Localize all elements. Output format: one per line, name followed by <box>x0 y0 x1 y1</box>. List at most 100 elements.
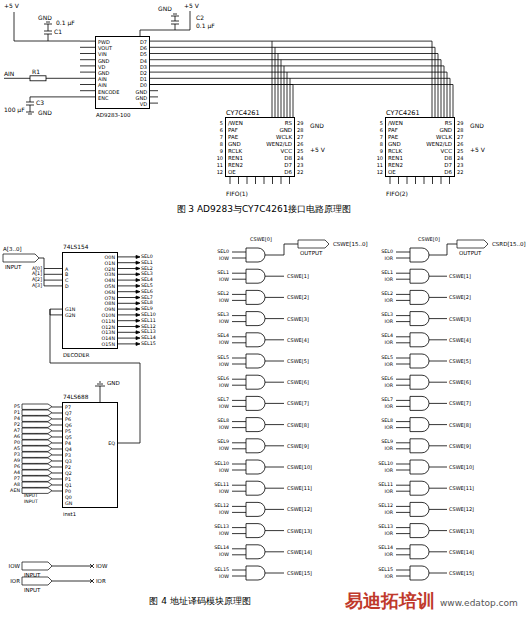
signal-name: SEL8 <box>381 418 393 424</box>
component-label: GND <box>158 5 172 12</box>
input-port: INPUT <box>22 470 52 475</box>
port-outline <box>22 422 52 427</box>
signal-name: SEL14 <box>378 545 393 551</box>
pin-name: C <box>65 278 68 284</box>
pin-name: G2N <box>65 313 75 319</box>
input-port: INPUT <box>22 488 52 493</box>
pin-name: P7 <box>65 405 71 411</box>
bus-name: A[1] <box>32 271 42 277</box>
pin-name: REN2 <box>388 162 403 169</box>
pin-name: WEN2/LD <box>426 141 452 148</box>
pin-name: B <box>65 272 68 278</box>
bus-name: A[3] <box>32 283 42 289</box>
signal-name: SEL10 <box>141 312 156 318</box>
pin-name: EQ <box>108 441 115 447</box>
component-label: C3 <box>36 99 44 106</box>
and-gate-symbol <box>246 248 429 580</box>
component-label: 100 μF <box>4 106 25 113</box>
signal-name: SEL3 <box>217 312 229 318</box>
input-port: INPUT <box>22 422 52 427</box>
pin-name: Q7 <box>65 411 72 417</box>
pin-number: 6 <box>380 127 383 133</box>
pin-number: 11 <box>217 162 223 168</box>
pin-number: 28 <box>297 127 303 133</box>
pin-number: 8 <box>380 141 383 147</box>
net-name: IOR <box>96 578 106 585</box>
net-name: CSWE[9] <box>449 443 471 449</box>
pin-name: P0 <box>14 440 20 446</box>
pin-name: A <box>65 267 68 273</box>
port-outline <box>22 458 52 463</box>
pin-name: O0N <box>105 255 115 261</box>
signal-name: SEL1 <box>381 270 393 276</box>
wire <box>52 478 62 479</box>
net-name: CSWE[13] <box>287 528 312 534</box>
component-label: +5 V <box>4 2 19 9</box>
pin-name: D7 <box>140 39 147 45</box>
signal-name: IOW <box>219 468 229 474</box>
pin-number: 22 <box>457 169 463 175</box>
signal-name: SEL5 <box>217 355 229 361</box>
pin-name: AIN <box>98 82 107 88</box>
fifo-chip: CY7C4261/WENPAFPAEGNDRCLKREN1REN2OERSGND… <box>385 117 455 177</box>
pin-number: 29 <box>297 120 303 126</box>
signal-name: IOR <box>384 383 393 389</box>
pin-name: A6 <box>14 434 20 440</box>
bus-name: CSWE[15..0] <box>333 241 368 248</box>
signal-name: SEL2 <box>381 291 393 297</box>
signal-name: IOW <box>219 319 229 325</box>
signal-name: IOW <box>219 446 229 452</box>
pin-name: O15N <box>102 342 115 348</box>
port-outline <box>22 562 52 570</box>
net-name: CSWE[0] <box>418 236 440 242</box>
pin-number: 5 <box>220 120 223 126</box>
pin-number: 29 <box>457 120 463 126</box>
port-outline <box>22 404 52 409</box>
part-number: CY7C4261 <box>226 109 260 117</box>
net-name: CSWE[12] <box>449 506 474 512</box>
input-port: INPUT <box>22 452 52 457</box>
pin-name: VD <box>98 64 105 70</box>
output-port: OUTPUT <box>298 240 329 248</box>
signal-name: IOR <box>384 574 393 580</box>
pin-name: Q2 <box>65 471 72 477</box>
net-name: CSWE[4] <box>449 337 471 343</box>
pin-name: GND <box>98 58 109 64</box>
port-type: INPUT <box>22 586 40 594</box>
output-port: OUTPUT <box>457 240 488 248</box>
pin-name: GN <box>65 501 72 507</box>
pin-name: O5N <box>105 284 115 290</box>
pin-name: Q0 <box>65 495 72 501</box>
port-type: OUTPUT <box>457 249 481 257</box>
signal-name: SEL11 <box>378 482 393 488</box>
signal-name: IOW <box>219 340 229 346</box>
pin-number: 9 <box>380 148 383 154</box>
net-name: CSWE[5] <box>287 358 309 364</box>
signal-name: IOR <box>384 298 393 304</box>
part-number: 74LS688 <box>63 394 88 402</box>
wire <box>52 466 62 467</box>
bus-name: CSRD[15..0] <box>492 241 526 248</box>
comparator-chip: 74LS688P7Q7P6Q6P5Q5P4Q4P3Q3P2Q2P1Q1P0Q0G… <box>62 402 118 508</box>
pin-name: P4 <box>65 441 71 447</box>
component-label: 0.1 μF <box>196 22 215 29</box>
pin-name: VCC <box>441 148 452 155</box>
signal-name: IOR <box>384 277 393 283</box>
pin-name: WCLK <box>436 134 452 141</box>
net-name: CSWE[15] <box>287 570 312 576</box>
input-port: INPUT <box>22 482 52 487</box>
component-label: GND <box>38 14 52 21</box>
signal-name: SEL9 <box>217 439 229 445</box>
component-label: C1 <box>54 28 62 35</box>
signal-name: IOR <box>384 256 393 262</box>
pin-number: 25 <box>297 148 303 154</box>
component-label: AIN <box>4 70 14 77</box>
port-type: INPUT <box>22 499 38 504</box>
pin-name: O7N <box>105 296 115 302</box>
pin-name: OE <box>228 169 236 176</box>
pin-name: RS <box>445 120 452 127</box>
pin-name: /WEN <box>228 120 243 127</box>
wire <box>52 454 62 455</box>
pin-number: 6 <box>220 127 223 133</box>
power-label: GND <box>107 380 120 387</box>
